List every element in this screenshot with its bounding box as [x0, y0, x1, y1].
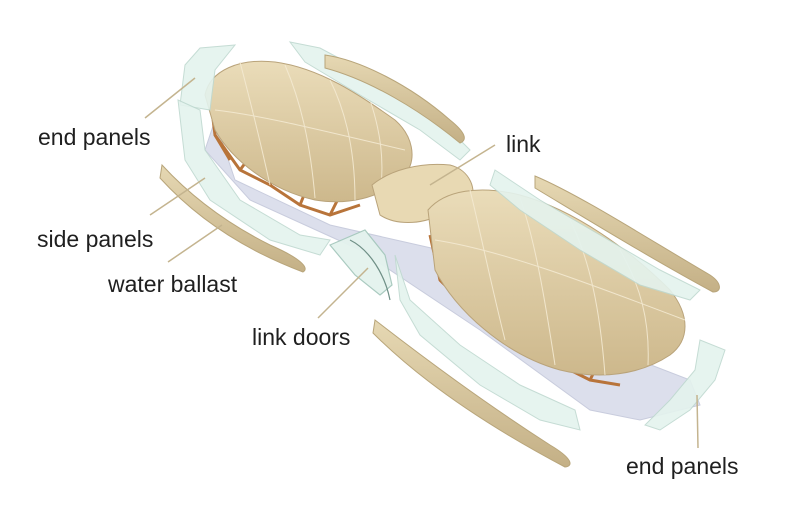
leader-lines — [144, 77, 699, 449]
left-canopy — [204, 60, 413, 203]
side-panel-left-top — [177, 99, 331, 256]
label-link: link — [506, 131, 541, 157]
link-door-panel — [329, 229, 393, 296]
water-ballast-top — [324, 54, 465, 144]
leader-side-panels — [149, 177, 206, 216]
leader-end-panels-bottom — [696, 394, 699, 449]
side-panel-bottom — [394, 254, 581, 431]
water-ballast-right — [534, 175, 720, 293]
water-ballast-bottom — [372, 319, 571, 468]
label-side-panels: side panels — [37, 226, 154, 252]
side-panel-right — [489, 169, 701, 301]
leader-water-ballast — [167, 224, 223, 263]
label-water-ballast: water ballast — [108, 271, 238, 297]
end-panel-bottom-right — [644, 339, 726, 431]
link-door-frame — [349, 239, 391, 301]
left-canopy-seams — [214, 61, 406, 201]
label-end-panels-bottom: end panels — [626, 453, 739, 479]
water-ballast-left — [159, 163, 306, 273]
leader-end-panels-top — [144, 77, 196, 119]
leader-link — [429, 144, 496, 186]
label-end-panels-top: end panels — [38, 124, 151, 150]
leader-link-doors — [317, 267, 369, 319]
label-link-doors: link doors — [252, 324, 351, 350]
